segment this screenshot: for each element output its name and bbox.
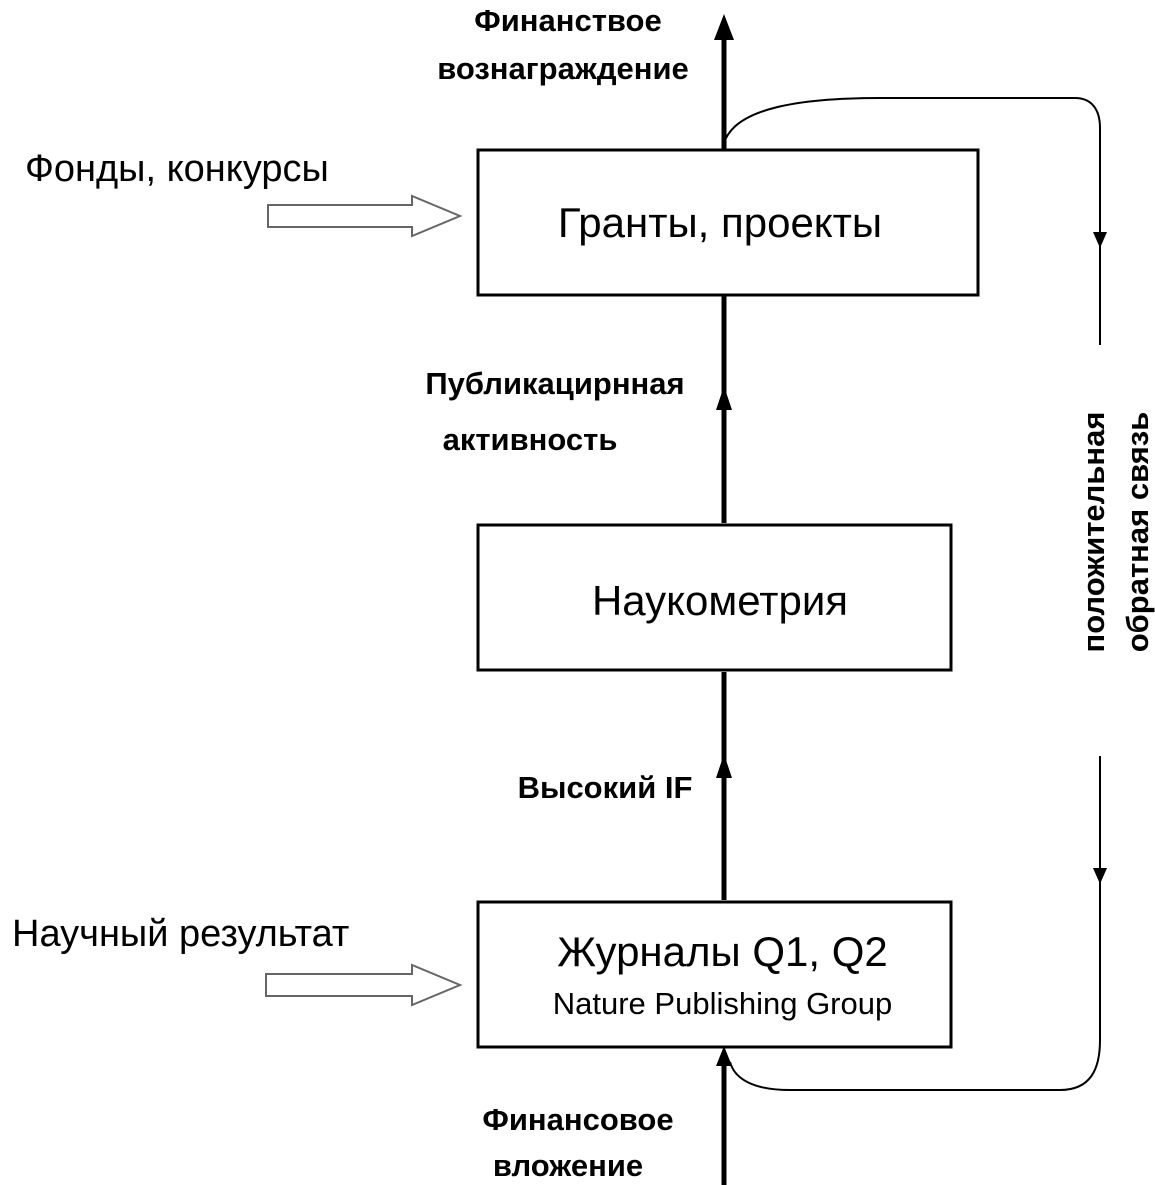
- feedback-arrow-down-bottom: [1093, 868, 1107, 884]
- financial-investment-label-line2: вложение: [492, 1148, 644, 1183]
- journals-box-text-line1: Журналы Q1, Q2: [557, 928, 888, 975]
- positive-feedback-label: положительная обратная связь: [1072, 412, 1155, 653]
- feedback-loop: [723, 97, 1101, 1091]
- financial-investment-label-line1: Финансовое: [482, 1102, 674, 1137]
- arrow-high-if: [716, 672, 732, 900]
- scientometrics-box-text: Наукометрия: [591, 577, 849, 624]
- financial-reward-label-line2: вознаграждение: [437, 51, 689, 86]
- positive-feedback-label-line2: обратная связь: [1120, 411, 1155, 653]
- high-if-label: Высокий IF: [517, 770, 693, 805]
- financial-reward-label-line1: Финанствое: [474, 3, 662, 38]
- feedback-arrow-down-top: [1093, 232, 1107, 248]
- publication-activity-label-line1: Публикацирнная: [425, 366, 685, 401]
- grants-box-text: Гранты, проекты: [557, 199, 883, 246]
- journals-box-text-line2: Nature Publishing Group: [552, 986, 893, 1021]
- arrow-financial-investment: [716, 1046, 732, 1185]
- arrow-publication-activity: [716, 296, 732, 523]
- grants-box: [476, 148, 980, 297]
- publication-activity-label-line2: активность: [442, 422, 618, 457]
- funds-competitions-label: Фонды, конкурсы: [25, 148, 329, 190]
- science-result-label: Научный результат: [12, 913, 350, 955]
- scientometrics-box: [476, 523, 953, 672]
- input-arrow-science-result: [265, 963, 463, 1007]
- arrow-financial-reward: [714, 14, 734, 150]
- input-arrow-funds: [267, 194, 463, 238]
- positive-feedback-label-line1: положительная: [1076, 411, 1111, 653]
- journals-box: [476, 900, 953, 1049]
